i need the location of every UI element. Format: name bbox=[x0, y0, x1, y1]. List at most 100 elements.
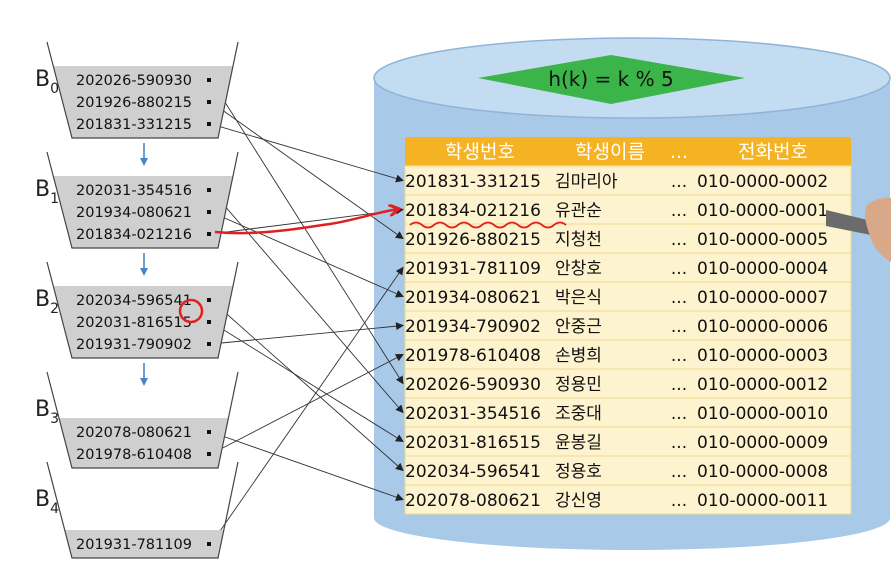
cell-student-id: 201934-790902 bbox=[405, 317, 541, 337]
cell-ellipsis: ... bbox=[671, 230, 687, 250]
pointer-dot bbox=[207, 542, 211, 546]
pointer-dot bbox=[207, 342, 211, 346]
pointer-dot bbox=[207, 188, 211, 192]
table-row: 201831-331215 김마리아... 010-0000-0002 bbox=[405, 166, 851, 195]
student-table: 학생번호 학생이름 ... 전화번호 201831-331215 김마리아... 0… bbox=[405, 137, 851, 514]
cell-student-name: 지청천 bbox=[555, 230, 602, 250]
cell-student-id: 201831-331215 bbox=[405, 172, 541, 192]
cell-phone: 010-0000-0011 bbox=[697, 491, 828, 511]
cell-ellipsis: ... bbox=[671, 346, 687, 366]
cell-student-id: 202078-080621 bbox=[405, 491, 541, 511]
cell-phone: 010-0000-0002 bbox=[697, 172, 828, 192]
table-row: 201934-790902 안중근... 010-0000-0006 bbox=[405, 311, 851, 340]
table-row: 202031-354516 조중대... 010-0000-0010 bbox=[405, 398, 851, 427]
cell-ellipsis: ... bbox=[671, 404, 687, 424]
pointer-dot bbox=[207, 122, 211, 126]
cell-student-name: 정용민 bbox=[555, 375, 602, 395]
header-ellipsis: ... bbox=[670, 141, 688, 163]
bucket-0: B0202026-590930201926-880215201831-33121… bbox=[35, 42, 238, 138]
cell-student-id: 202031-816515 bbox=[405, 433, 541, 453]
bucket-key: 202034-596541 bbox=[76, 293, 192, 309]
table-row: 202034-596541 정용호... 010-0000-0008 bbox=[405, 456, 851, 485]
bucket-3: B3 202078-080621 201978-610408 bbox=[35, 372, 238, 468]
cell-ellipsis: ... bbox=[671, 375, 687, 395]
cell-phone: 010-0000-0008 bbox=[697, 462, 828, 482]
table-row: 202078-080621 강신영... 010-0000-0011 bbox=[405, 485, 851, 514]
cell-ellipsis: ... bbox=[671, 317, 687, 337]
cell-phone: 010-0000-0001 bbox=[697, 201, 828, 221]
cell-ellipsis: ... bbox=[671, 201, 687, 221]
cell-ellipsis: ... bbox=[671, 288, 687, 308]
bucket-key: 202031-816515 bbox=[76, 315, 192, 331]
table-row: 202031-816515 윤봉길... 010-0000-0009 bbox=[405, 427, 851, 456]
cell-student-name: 안중근 bbox=[555, 317, 602, 337]
bucket-key: 202031-354516 bbox=[76, 183, 192, 199]
bucket-key: 201931-790902 bbox=[76, 337, 192, 353]
cell-student-name: 손병희 bbox=[555, 346, 602, 366]
cell-student-name: 강신영 bbox=[555, 491, 602, 511]
cell-student-id: 201931-781109 bbox=[405, 259, 541, 279]
pointer-dot bbox=[207, 298, 211, 302]
cell-phone: 010-0000-0004 bbox=[697, 259, 828, 279]
bucket-1: B1202031-354516201934-080621201834-02121… bbox=[35, 152, 238, 248]
cell-student-name: 윤봉길 bbox=[555, 433, 602, 453]
table-row: 201926-880215 지청천... 010-0000-0005 bbox=[405, 224, 851, 253]
table-row: 201931-781109 안창호... 010-0000-0004 bbox=[405, 253, 851, 282]
cell-student-id: 201978-610408 bbox=[405, 346, 541, 366]
pointer-dot bbox=[207, 232, 211, 236]
cell-ellipsis: ... bbox=[671, 172, 687, 192]
pointer-dot bbox=[207, 210, 211, 214]
cell-phone: 010-0000-0009 bbox=[697, 433, 828, 453]
header-student-id: 학생번호 bbox=[445, 141, 515, 163]
cell-student-name: 유관순 bbox=[555, 201, 602, 221]
cell-student-id: 202026-590930 bbox=[405, 375, 541, 395]
cell-phone: 010-0000-0005 bbox=[697, 230, 828, 250]
cell-ellipsis: ... bbox=[671, 259, 687, 279]
header-student-name: 학생이름 bbox=[575, 141, 645, 163]
bucket-key: 202078-080621 bbox=[76, 425, 192, 441]
header-phone: 전화번호 bbox=[738, 141, 808, 163]
pointer-dot bbox=[207, 452, 211, 456]
table-row: 201978-610408 손병희... 010-0000-0003 bbox=[405, 340, 851, 369]
cell-ellipsis: ... bbox=[671, 491, 687, 511]
bucket-key: 201834-021216 bbox=[76, 227, 192, 243]
cell-phone: 010-0000-0010 bbox=[697, 404, 828, 424]
cell-phone: 010-0000-0003 bbox=[697, 346, 828, 366]
cell-phone: 010-0000-0006 bbox=[697, 317, 828, 337]
bucket-key: 201931-781109 bbox=[76, 537, 192, 553]
cell-student-name: 안창호 bbox=[555, 259, 602, 279]
hash-function-text: h(k) = k % 5 bbox=[548, 67, 673, 91]
pointer-dot bbox=[207, 430, 211, 434]
bucket-key: 201831-331215 bbox=[76, 117, 192, 133]
cell-student-id: 202034-596541 bbox=[405, 462, 541, 482]
cell-ellipsis: ... bbox=[671, 462, 687, 482]
pointer-dot bbox=[207, 320, 211, 324]
cell-ellipsis: ... bbox=[671, 433, 687, 453]
cell-student-id: 201926-880215 bbox=[405, 230, 541, 250]
bucket-label: B4 bbox=[35, 487, 59, 517]
cell-student-id: 201934-080621 bbox=[405, 288, 541, 308]
cell-student-name: 정용호 bbox=[555, 462, 602, 482]
table-row: 201934-080621 박은식... 010-0000-0007 bbox=[405, 282, 851, 311]
cell-student-name: 김마리아 bbox=[555, 172, 618, 192]
bucket-label: B3 bbox=[35, 397, 59, 427]
cell-phone: 010-0000-0012 bbox=[697, 375, 828, 395]
bucket-key: 202026-590930 bbox=[76, 73, 192, 89]
cell-phone: 010-0000-0007 bbox=[697, 288, 828, 308]
cell-student-name: 박은식 bbox=[555, 288, 602, 308]
pointer-dot bbox=[207, 78, 211, 82]
table-row: 202026-590930 정용민... 010-0000-0012 bbox=[405, 369, 851, 398]
bucket-4: B4 201931-781109 bbox=[35, 462, 238, 558]
bucket-key: 201978-610408 bbox=[76, 447, 192, 463]
bucket-key: 201934-080621 bbox=[76, 205, 192, 221]
annotation-red-arrow bbox=[215, 209, 398, 233]
bucket-key: 201926-880215 bbox=[76, 95, 192, 111]
pointer-dot bbox=[207, 100, 211, 104]
cell-student-id: 202031-354516 bbox=[405, 404, 541, 424]
cell-student-name: 조중대 bbox=[555, 404, 602, 424]
